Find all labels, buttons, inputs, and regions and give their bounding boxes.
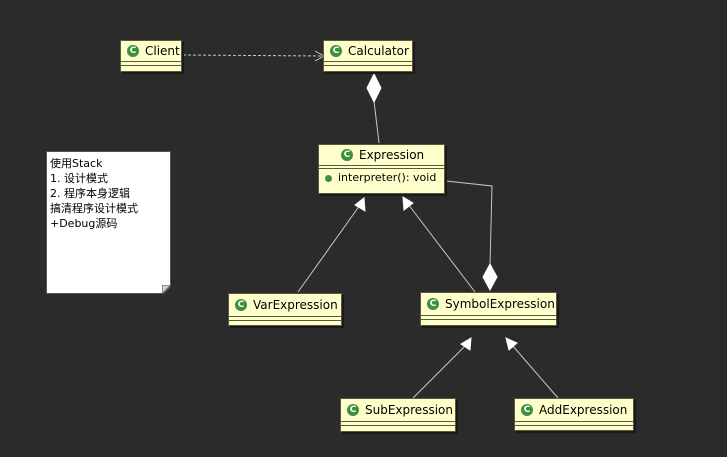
operations-compartment xyxy=(421,319,556,323)
class-c-icon: C xyxy=(127,45,139,57)
composition-line-expression-symbol xyxy=(445,180,493,267)
generalization-arrowhead-symbol xyxy=(402,196,414,211)
class-name: Expression xyxy=(359,148,425,162)
dependency-line-client-calculator xyxy=(182,54,323,57)
composition-line-calculator-expression xyxy=(373,100,380,144)
public-method-icon xyxy=(325,174,332,182)
class-c-icon: C xyxy=(521,404,533,416)
operations-compartment xyxy=(341,425,455,429)
note[interactable]: 使用Stack 1. 设计模式 2. 程序本身逻辑 搞清程序设计模式 +Debu… xyxy=(46,151,171,294)
operations-compartment xyxy=(324,65,412,69)
class-name: SubExpression xyxy=(365,403,453,417)
generalization-line-add-symbol xyxy=(511,344,559,399)
class-c-icon: C xyxy=(330,45,342,57)
generalization-line-sub-symbol xyxy=(412,344,467,399)
class-calculator[interactable]: C Calculator xyxy=(323,40,413,72)
note-fold-corner xyxy=(162,285,172,295)
attributes-compartment xyxy=(229,316,341,320)
generalization-arrowhead-var xyxy=(354,197,366,212)
generalization-arrowhead-add xyxy=(505,337,518,351)
composition-diamond-calculator xyxy=(366,72,382,104)
composition-diamond-symbol xyxy=(482,262,498,292)
class-name: VarExpression xyxy=(253,298,338,312)
note-line: +Debug源码 xyxy=(50,217,118,230)
attributes-compartment xyxy=(341,421,455,425)
class-add-expression[interactable]: C AddExpression xyxy=(514,398,634,431)
attributes-compartment xyxy=(324,61,412,65)
class-sub-expression[interactable]: C SubExpression xyxy=(340,398,456,432)
class-c-icon: C xyxy=(341,149,353,161)
operations-compartment xyxy=(515,425,633,429)
class-expression[interactable]: C Expression interpreter(): void xyxy=(318,144,445,194)
class-name: AddExpression xyxy=(539,403,628,417)
class-name: Calculator xyxy=(348,44,409,58)
attributes-compartment xyxy=(421,315,556,319)
class-client[interactable]: C Client xyxy=(120,40,182,72)
class-c-icon: C xyxy=(347,404,359,416)
note-line: 搞清程序设计模式 xyxy=(50,202,138,215)
attributes-compartment xyxy=(515,421,633,425)
operations-compartment xyxy=(229,320,341,324)
attributes-compartment xyxy=(121,61,181,65)
operation-row[interactable]: interpreter(): void xyxy=(319,168,444,187)
operation-signature: interpreter(): void xyxy=(338,171,437,184)
generalization-line-var-expression xyxy=(297,204,361,293)
class-c-icon: C xyxy=(427,298,439,310)
class-name: Client xyxy=(145,44,180,58)
generalization-arrowhead-sub xyxy=(460,337,472,351)
generalization-line-symbol-expression xyxy=(407,203,476,293)
note-line: 2. 程序本身逻辑 xyxy=(50,187,130,200)
operations-compartment xyxy=(121,65,181,69)
attributes-compartment xyxy=(319,165,444,168)
class-var-expression[interactable]: C VarExpression xyxy=(228,293,342,326)
note-line: 1. 设计模式 xyxy=(50,172,108,185)
note-line: 使用Stack xyxy=(50,157,103,170)
class-name: SymbolExpression xyxy=(445,297,555,311)
class-c-icon: C xyxy=(235,299,247,311)
class-symbol-expression[interactable]: C SymbolExpression xyxy=(420,292,557,326)
